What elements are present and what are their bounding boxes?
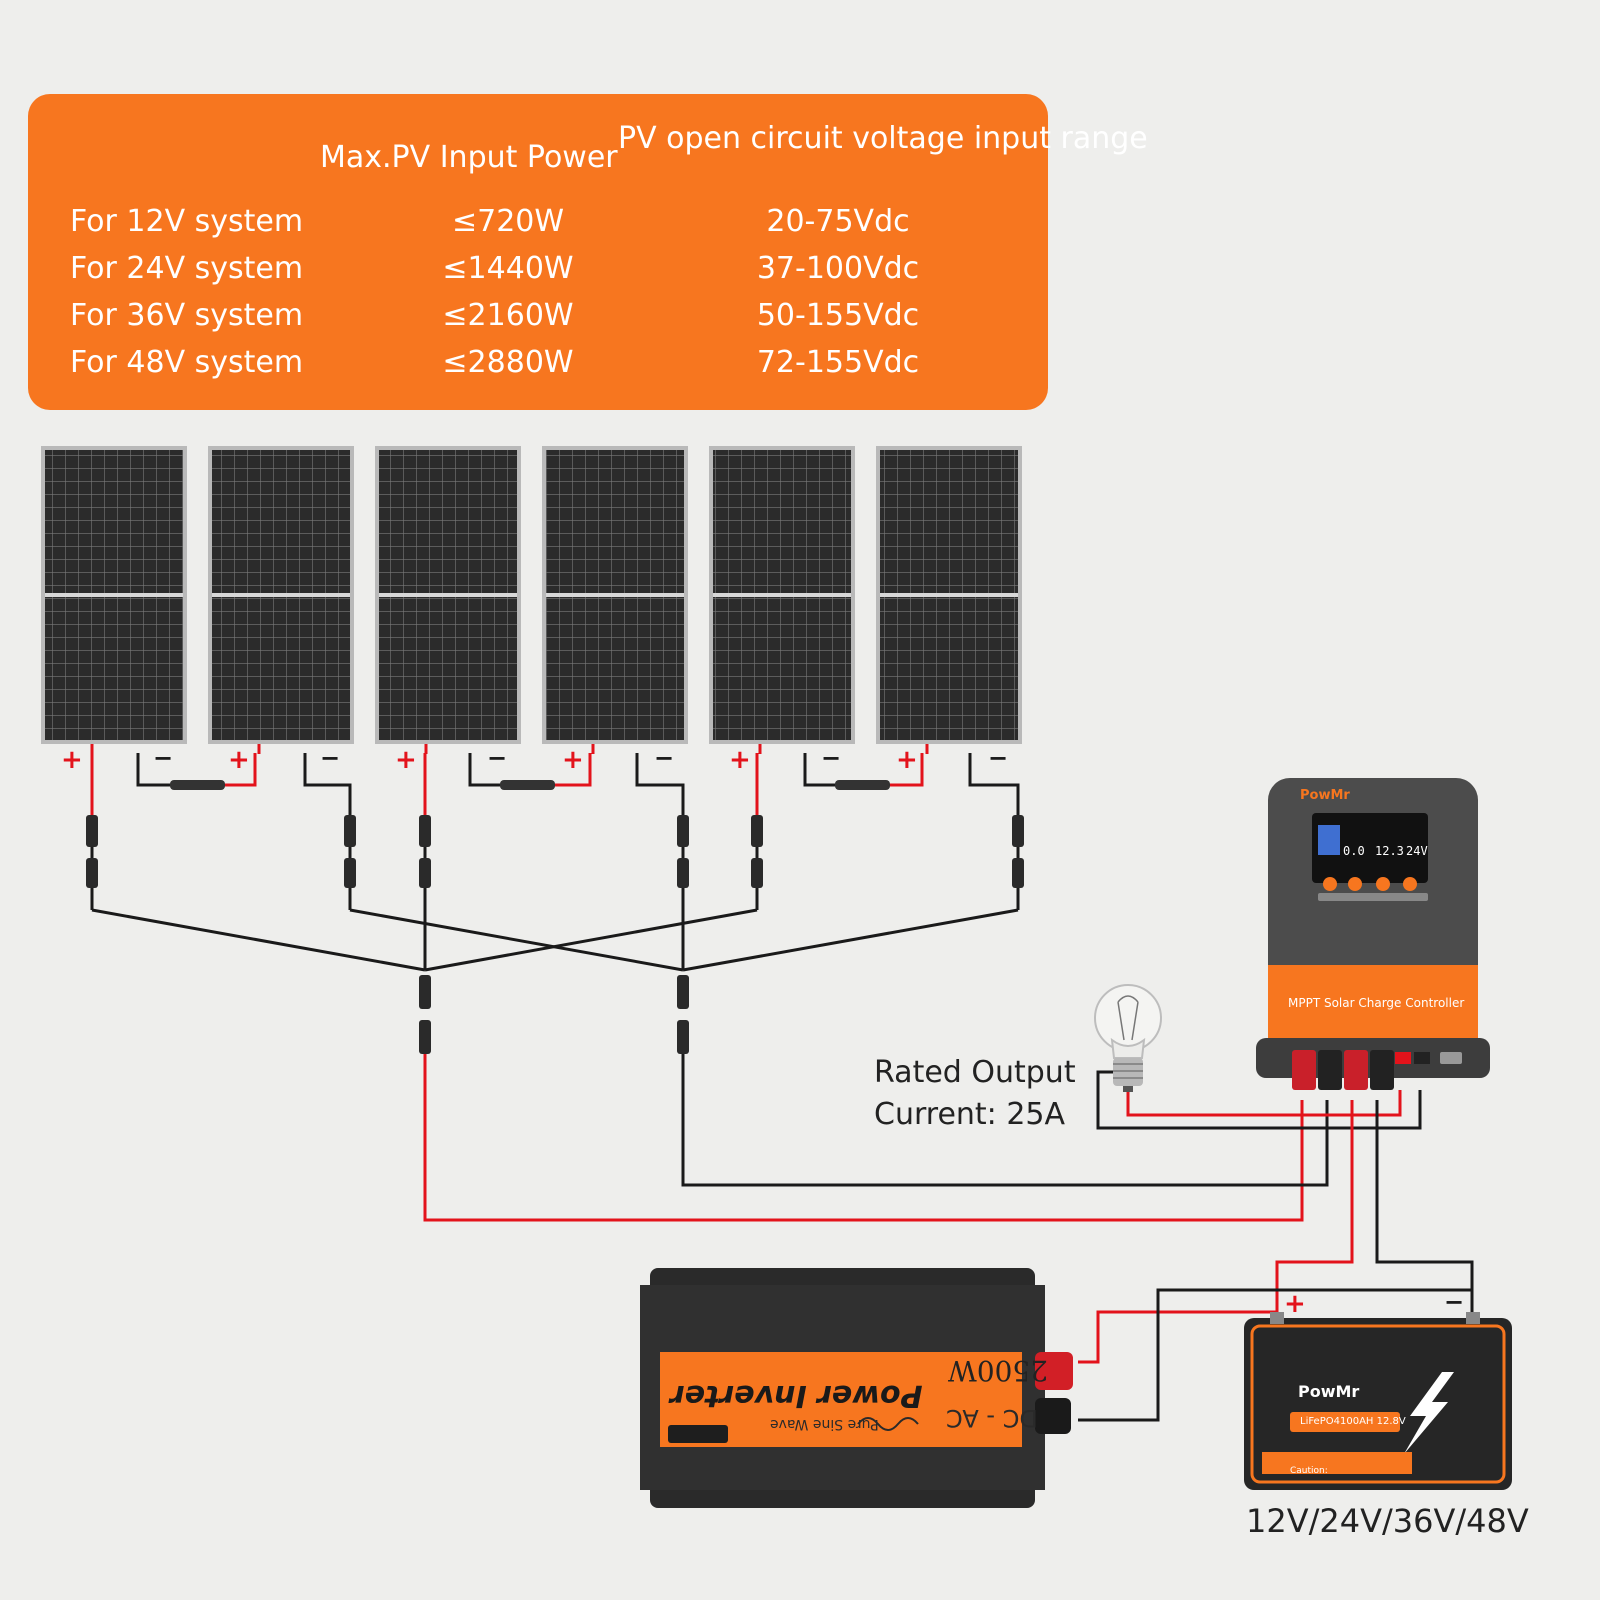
rated-output-line2: Current: 25A [874,1097,1066,1132]
solar-panel [41,446,187,744]
lifepo4-battery [1244,1312,1512,1490]
light-bulb-icon [1094,984,1162,1092]
battery-minus-sign: − [1444,1288,1464,1316]
controller-brand: PowMr [1300,788,1350,803]
solar-panel [876,446,1022,744]
wire-black [468,753,505,787]
wire-black [136,753,175,787]
row-voltage: 37-100Vdc [756,251,920,286]
mppt-charge-controller: 0.0 12.3 24V [1256,778,1490,1090]
rated-output-label: Rated Output Current: 25A [874,1052,1076,1136]
plus-sign: + [395,745,417,775]
controller-button [1403,877,1417,891]
plus-sign: + [896,745,918,775]
minus-sign: − [988,744,1008,772]
plus-sign: + [61,745,83,775]
row-voltage: 20-75Vdc [766,204,910,239]
inverter-wattage: 2500W [948,1354,1049,1387]
solar-panel [709,446,855,744]
polarity-markers: + − + − + − + − + − + − + − [61,744,1464,1319]
plus-sign: + [228,745,250,775]
minus-sign: − [654,744,674,772]
solar-panel-array [41,446,1022,744]
plus-sign: + [562,745,584,775]
battery-caution: Caution: [1290,1466,1328,1476]
lightning-bolt-icon [1404,1372,1454,1454]
minus-sign: − [821,744,841,772]
wire-red [220,753,257,787]
load-wiring [1096,1070,1422,1130]
row-power: ≤2880W [442,345,574,380]
battery-plus-sign: + [1284,1289,1306,1319]
row-system: For 48V system [70,345,304,380]
inverter-subtitle: Pure Sine Wave [770,1416,879,1432]
row-voltage: 50-155Vdc [756,298,920,333]
minus-sign: − [153,744,173,772]
rated-output-line1: Rated Output [874,1055,1076,1090]
battery-brand: PowMr [1298,1382,1360,1401]
pv-negative-wire [681,1054,1329,1187]
inverter-title: Power Inverter [670,1378,923,1413]
row-system: For 24V system [70,251,304,286]
controller-label: MPPT Solar Charge Controller [1288,996,1465,1010]
svg-text:24V: 24V [1406,844,1428,858]
mc4-connector [835,780,890,790]
mc4-connector [500,780,555,790]
solar-panel [542,446,688,744]
row-system: For 36V system [70,298,304,333]
solar-panel [208,446,354,744]
solar-panel [375,446,521,744]
header-max-pv-power: Max.PV Input Power [320,140,618,175]
inverter-type: DC - AC [946,1404,1038,1432]
controller-button [1323,877,1337,891]
row-power: ≤2160W [442,298,574,333]
wire-black [303,753,352,910]
row-power: ≤1440W [442,251,574,286]
controller-button [1376,877,1390,891]
mc4-connector [170,780,225,790]
plus-sign: + [729,745,751,775]
controller-button [1348,877,1362,891]
wire-black [803,753,840,787]
row-system: For 12V system [70,204,304,239]
battery-spec: 100AH 12.8V [1340,1416,1406,1427]
wire-red [552,753,592,787]
wire-red [885,753,924,787]
series-links [136,753,924,790]
row-power: ≤720W [451,204,565,239]
svg-text:12.3: 12.3 [1375,844,1404,858]
spec-table: Max.PV Input Power PV open circuit volta… [28,94,1148,410]
battery-wiring [1078,1100,1474,1422]
string-outputs [86,753,1329,1222]
pv-positive-wire [423,1054,1304,1222]
battery-voltage-label: 12V/24V/36V/48V [1246,1502,1529,1540]
wire-black [968,753,1020,910]
row-voltage: 72-155Vdc [756,345,920,380]
minus-sign: − [487,744,507,772]
svg-text:0.0: 0.0 [1343,844,1365,858]
power-inverter [640,1268,1073,1508]
minus-sign: − [320,744,340,772]
battery-chem: LiFePO4 [1300,1416,1340,1427]
wire-black [635,753,685,910]
